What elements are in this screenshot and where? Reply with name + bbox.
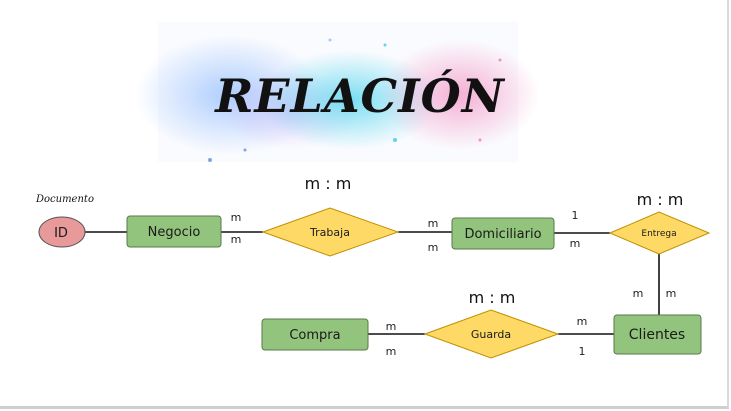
- relation-entrega[interactable]: Entrega: [608, 211, 711, 255]
- relation-trabaja[interactable]: Trabaja: [261, 207, 400, 257]
- cardinality-label: m: [666, 287, 677, 300]
- cardinality-label: m: [570, 237, 581, 250]
- cardinality-label: m: [231, 211, 242, 224]
- entity-compra-label: Compra: [289, 328, 340, 343]
- entity-negocio-label: Negocio: [148, 225, 201, 240]
- cardinality-label: 1: [572, 209, 579, 222]
- cardinality-label: m: [386, 345, 397, 358]
- relation-entrega-label: Entrega: [641, 229, 676, 239]
- cardinality-label: m: [428, 241, 439, 254]
- relation-trabaja-label: Trabaja: [309, 226, 350, 239]
- entity-domiciliario-label: Domiciliario: [464, 227, 541, 242]
- entity-clientes-label: Clientes: [629, 327, 685, 343]
- attribute-label: Documento: [35, 194, 94, 205]
- ratio-guarda: m : m: [469, 288, 516, 307]
- connectors: [85, 231, 660, 335]
- cardinality-label: m: [386, 320, 397, 333]
- watercolor-background: [135, 22, 540, 162]
- cardinality-label: m: [428, 217, 439, 230]
- cardinality-label: m: [577, 315, 588, 328]
- entity-domiciliario[interactable]: Domiciliario: [451, 217, 555, 250]
- relation-guarda-label: Guarda: [471, 328, 511, 341]
- ratio-trabaja: m : m: [305, 174, 352, 193]
- entity-negocio[interactable]: Negocio: [126, 215, 222, 248]
- page-title: RELACIÓN: [213, 68, 506, 123]
- cardinality-label: m: [231, 233, 242, 246]
- relation-guarda[interactable]: Guarda: [423, 309, 560, 359]
- attribute-id-label: ID: [54, 226, 68, 241]
- cardinality-label: 1: [579, 345, 586, 358]
- cardinality-label: m: [633, 287, 644, 300]
- entity-compra[interactable]: Compra: [261, 318, 369, 351]
- entity-clientes[interactable]: Clientes: [613, 314, 702, 355]
- attribute-id[interactable]: ID: [38, 216, 86, 248]
- ratio-entrega: m : m: [637, 190, 684, 209]
